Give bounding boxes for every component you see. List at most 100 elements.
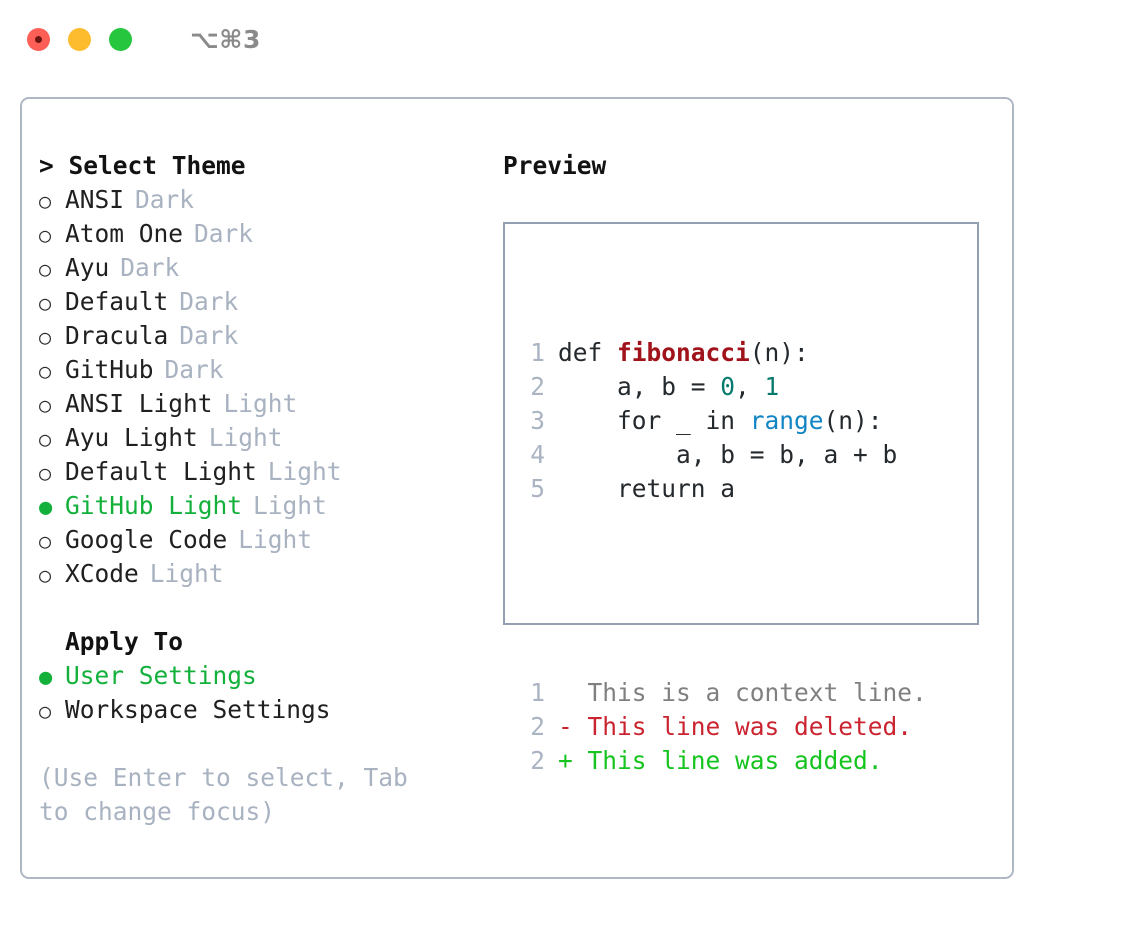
code-diff-spacer [519,574,927,608]
theme-option-label: Dracula [65,321,169,350]
token-plain: def [558,338,618,367]
diff-line-deleted: 2- This line was deleted. [519,710,927,744]
theme-option-ayu[interactable]: ○ Ayu Dark [39,251,489,285]
code-text: for _ in range(n): [558,404,883,438]
radio-unselected-icon: ○ [39,563,52,587]
line-number: 5 [530,474,545,503]
token-plain: , [735,372,765,401]
theme-option-label: XCode [65,559,139,588]
diff-text: This is a context line. [572,678,927,707]
theme-option-tag: Dark [179,287,239,316]
radio-selected-icon: ● [39,665,53,690]
theme-option-tag: Light [267,457,342,486]
apply-to-option-label: Workspace Settings [65,695,331,724]
token-plain: (n): [823,406,883,435]
token-num: 0 [720,372,736,401]
line-number: 3 [530,406,545,435]
theme-option-label: Atom One [65,219,184,248]
theme-option-dracula[interactable]: ○ Dracula Dark [39,319,489,353]
window-title-shortcut: ⌥⌘3 [190,24,261,54]
close-button[interactable] [27,27,50,51]
code-line: 2 a, b = 0, 1 [519,370,927,404]
token-plain: for _ in [558,406,750,435]
line-number: 4 [530,440,545,469]
radio-unselected-icon: ○ [39,699,52,723]
theme-option-tag: Light [253,491,327,520]
code-line: 5 return a [519,472,927,506]
radio-unselected-icon: ○ [39,189,52,213]
keyboard-hint-text: (Use Enter to select, Tab to change focu… [39,763,423,826]
theme-option-label: Default [65,287,169,316]
title-bar: ⌥⌘3 [0,0,1140,78]
theme-option-ayu-light[interactable]: ○ Ayu Light Light [39,421,489,455]
line-number: 2 [530,746,545,775]
theme-option-tag: Light [223,389,298,418]
theme-option-tag: Light [208,423,283,452]
radio-unselected-icon: ○ [39,427,52,451]
radio-unselected-icon: ○ [39,529,52,553]
apply-to-heading: Apply To [65,627,184,656]
diff-text: This line was added. [572,746,883,775]
select-theme-heading: > Select Theme [39,151,246,180]
theme-option-default[interactable]: ○ Default Dark [39,285,489,319]
maximize-button[interactable] [109,27,132,51]
theme-option-tag: Dark [194,219,254,248]
theme-option-label: Ayu [65,253,110,282]
preview-heading: Preview [503,151,607,180]
code-line: 1 def fibonacci(n): [519,336,927,370]
diff-marker: - [558,712,573,741]
theme-option-label: GitHub Light [65,491,243,520]
diff-marker: + [558,746,573,775]
theme-option-github-light[interactable]: ● GitHub Light Light [39,489,489,523]
apply-to-option-label: User Settings [65,661,257,690]
code-text: a, b = 0, 1 [558,370,779,404]
theme-option-default-light[interactable]: ○ Default Light Light [39,455,489,489]
radio-unselected-icon: ○ [39,223,52,247]
theme-option-tag: Light [149,559,224,588]
diff-sample: 1 This is a context line.2- This line wa… [519,676,927,778]
theme-option-label: Ayu Light [65,423,198,452]
token-plain: a, b = [558,372,721,401]
diff-marker [558,676,573,710]
theme-option-tag: Dark [179,321,239,350]
theme-option-label: GitHub [65,355,154,384]
theme-option-tag: Dark [164,355,224,384]
window-controls [27,27,132,51]
theme-option-github[interactable]: ○ GitHub Dark [39,353,489,387]
token-plain: a, b = b, a + b [558,440,898,469]
code-text: return a [558,472,735,506]
theme-option-atom-one[interactable]: ○ Atom One Dark [39,217,489,251]
line-number: 2 [530,712,545,741]
line-number: 1 [530,338,545,367]
radio-unselected-icon: ○ [39,461,52,485]
radio-unselected-icon: ○ [39,325,52,349]
radio-unselected-icon: ○ [39,359,52,383]
code-line: 4 a, b = b, a + b [519,438,927,472]
radio-unselected-icon: ○ [39,393,52,417]
theme-option-tag: Dark [120,253,180,282]
code-text: def fibonacci(n): [558,336,809,370]
token-builtin: range [749,406,824,435]
section-spacer [39,591,489,625]
line-number: 2 [530,372,545,401]
theme-option-xcode[interactable]: ○ XCode Light [39,557,489,591]
apply-to-option-workspace-settings[interactable]: ○ Workspace Settings [39,693,489,727]
radio-selected-icon: ● [39,495,53,520]
theme-option-label: Default Light [65,457,257,486]
token-num: 1 [764,372,780,401]
minimize-button[interactable] [68,27,91,51]
radio-unselected-icon: ○ [39,257,52,281]
code-line: 3 for _ in range(n): [519,404,927,438]
apply-to-list[interactable]: ● User Settings ○ Workspace Settings [39,659,489,727]
apply-to-option-user-settings[interactable]: ● User Settings [39,659,489,693]
radio-unselected-icon: ○ [39,291,52,315]
